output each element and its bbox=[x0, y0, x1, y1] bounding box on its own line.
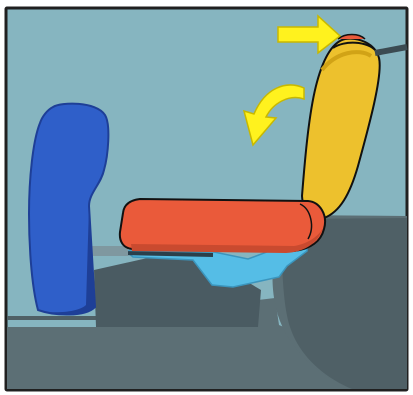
seat-cushion bbox=[120, 199, 325, 251]
seat-support-rail bbox=[123, 253, 213, 255]
